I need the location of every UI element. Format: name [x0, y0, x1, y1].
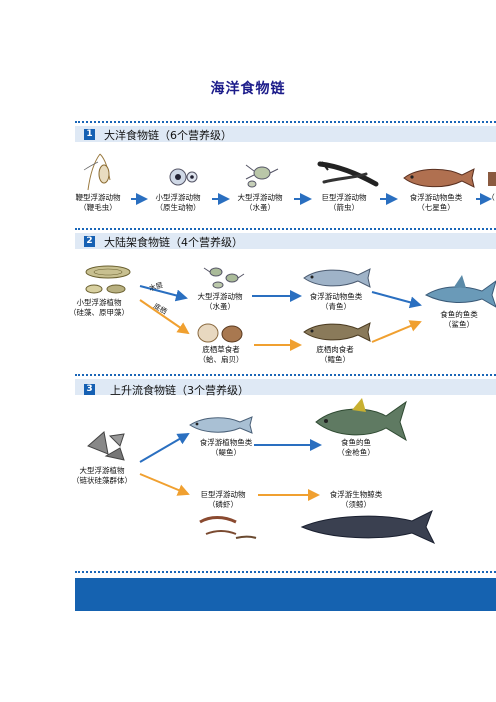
krill-illustration	[199, 516, 257, 539]
node-1-1-sub: （鞭毛虫）	[79, 203, 117, 212]
node-1-2-sub: （原生动物）	[155, 203, 201, 212]
node-1-3-sub: （水蚤）	[245, 203, 275, 212]
cod-illustration	[303, 322, 371, 342]
node-3-lower-end-name: 食浮游生物鲸类	[329, 490, 383, 499]
node-2-mid-lower-sub: （蛤、扇贝）	[198, 355, 244, 364]
node-1-5-label: 食浮游动物鱼类 （七星鱼）	[398, 193, 474, 213]
section-1-title: 大洋食物链（6个营养级）	[104, 129, 232, 142]
diatom-illustration	[85, 265, 131, 294]
node-3-start-sub: （链状硅藻群体）	[72, 476, 132, 485]
footer-divider	[75, 571, 496, 573]
node-3-upper-mid-sub: （鳀鱼）	[211, 448, 241, 457]
lanternfish-illustration	[403, 168, 475, 188]
node-1-5-name: 食浮游动物鱼类	[409, 193, 463, 202]
node-2-mid-lower-name: 底栖草食者	[202, 345, 240, 354]
node-2-end-sub: （鲨鱼）	[444, 320, 474, 329]
node-3-lower-end-label: 食浮游生物鲸类 （须鲸）	[318, 490, 394, 510]
page-title: 海洋食物链	[210, 81, 286, 97]
node-3-lower-mid-sub: （磷虾）	[208, 500, 238, 509]
node-3-upper-end-sub: （金枪鱼）	[337, 448, 375, 457]
protozoa-illustration	[169, 168, 198, 186]
node-2-mid-upper-label: 大型浮游动物 （水蚤）	[188, 292, 252, 312]
baleen-whale-illustration	[300, 509, 436, 545]
node-1-3-name: 大型浮游动物	[237, 193, 283, 202]
node-2-mid-upper-sub: （水蚤）	[205, 302, 235, 311]
tuna-illustration	[315, 398, 407, 442]
section-2-header	[75, 233, 496, 249]
daphnia-illustration	[245, 164, 279, 188]
arrow-3-down	[139, 473, 190, 496]
chain-diatom-illustration	[87, 431, 125, 461]
node-2-fish-lower-label: 底栖肉食者 （鳕鱼）	[302, 345, 368, 365]
section-3-number: 3	[84, 384, 95, 395]
node-2-start-name: 小型浮游植物	[76, 298, 122, 307]
node-3-lower-mid-name: 巨型浮游动物	[200, 490, 246, 499]
arrow-2-cod-to-shark	[371, 320, 422, 343]
node-2-fish-upper-label: 食浮游动物鱼类 （青鱼）	[298, 292, 374, 312]
node-2-mid-upper-name: 大型浮游动物	[197, 292, 243, 301]
node-1-4-sub: （箭虫）	[329, 203, 359, 212]
node-1-4-label: 巨型浮游动物 （箭虫）	[312, 193, 376, 213]
flagellate-illustration	[83, 153, 111, 191]
node-1-3-label: 大型浮游动物 （水蚤）	[228, 193, 292, 213]
section-1-header	[75, 126, 496, 142]
cropped-illustration	[488, 172, 496, 186]
anchovy-illustration	[189, 416, 253, 434]
node-1-5-sub: （七星鱼）	[417, 203, 455, 212]
node-2-fish-upper-name: 食浮游动物鱼类	[309, 292, 363, 301]
shark-illustration	[424, 275, 496, 308]
node-3-upper-mid-label: 食浮游植物鱼类 （鳀鱼）	[188, 438, 264, 458]
node-3-start-label: 大型浮游植物 （链状硅藻群体）	[64, 466, 140, 486]
arrow-3-up	[139, 432, 190, 463]
node-3-upper-mid-name: 食浮游植物鱼类	[199, 438, 253, 447]
node-3-upper-end-label: 食鱼的鱼 （金枪鱼）	[324, 438, 388, 458]
node-3-start-name: 大型浮游植物	[79, 466, 125, 475]
section-1-top-divider	[75, 121, 496, 123]
node-2-fish-lower-sub: （鳕鱼）	[320, 355, 350, 364]
node-1-2-label: 小型浮游动物 （原生动物）	[146, 193, 210, 213]
node-3-upper-end-name: 食鱼的鱼	[341, 438, 371, 447]
node-2-mid-lower-label: 底栖草食者 （蛤、扇贝）	[188, 345, 254, 365]
section-2-title: 大陆架食物链（4个营养级）	[104, 236, 243, 249]
clam-illustration	[197, 323, 243, 343]
node-1-4-name: 巨型浮游动物	[321, 193, 367, 202]
node-2-fish-upper-sub: （青鱼）	[321, 302, 351, 311]
section-1-number: 1	[84, 129, 95, 140]
node-3-lower-mid-label: 巨型浮游动物 （磷虾）	[190, 490, 256, 510]
herring-illustration	[303, 268, 371, 288]
zooplankton-illustration	[203, 267, 245, 289]
node-1-2-name: 小型浮游动物	[155, 193, 201, 202]
section-2-number: 2	[84, 236, 95, 247]
arrow-2-water-up	[139, 285, 188, 302]
node-1-1-label: 鞭型浮游动物 （鞭毛虫）	[66, 193, 130, 213]
footer-band	[75, 578, 496, 611]
section-2-top-divider	[75, 228, 496, 230]
node-2-fish-lower-name: 底栖肉食者	[316, 345, 354, 354]
node-2-start-label: 小型浮游植物 （硅藻、原甲藻）	[64, 298, 134, 318]
arrow-2-herring-to-shark	[371, 291, 422, 309]
arrow-2-benthic-down	[139, 299, 190, 335]
section-3-header	[75, 379, 496, 395]
node-2-start-sub: （硅藻、原甲藻）	[69, 308, 129, 317]
node-2-end-name: 食鱼的鱼类	[440, 310, 478, 319]
section-3-title: 上升流食物链（3个营养级）	[110, 384, 249, 397]
arrow-worm-illustration	[317, 161, 379, 187]
node-2-end-label: 食鱼的鱼类 （鲨鱼）	[426, 310, 492, 330]
node-3-lower-end-sub: （须鲸）	[341, 500, 371, 509]
node-1-1-name: 鞭型浮游动物	[75, 193, 121, 202]
section-3-top-divider	[75, 374, 496, 376]
